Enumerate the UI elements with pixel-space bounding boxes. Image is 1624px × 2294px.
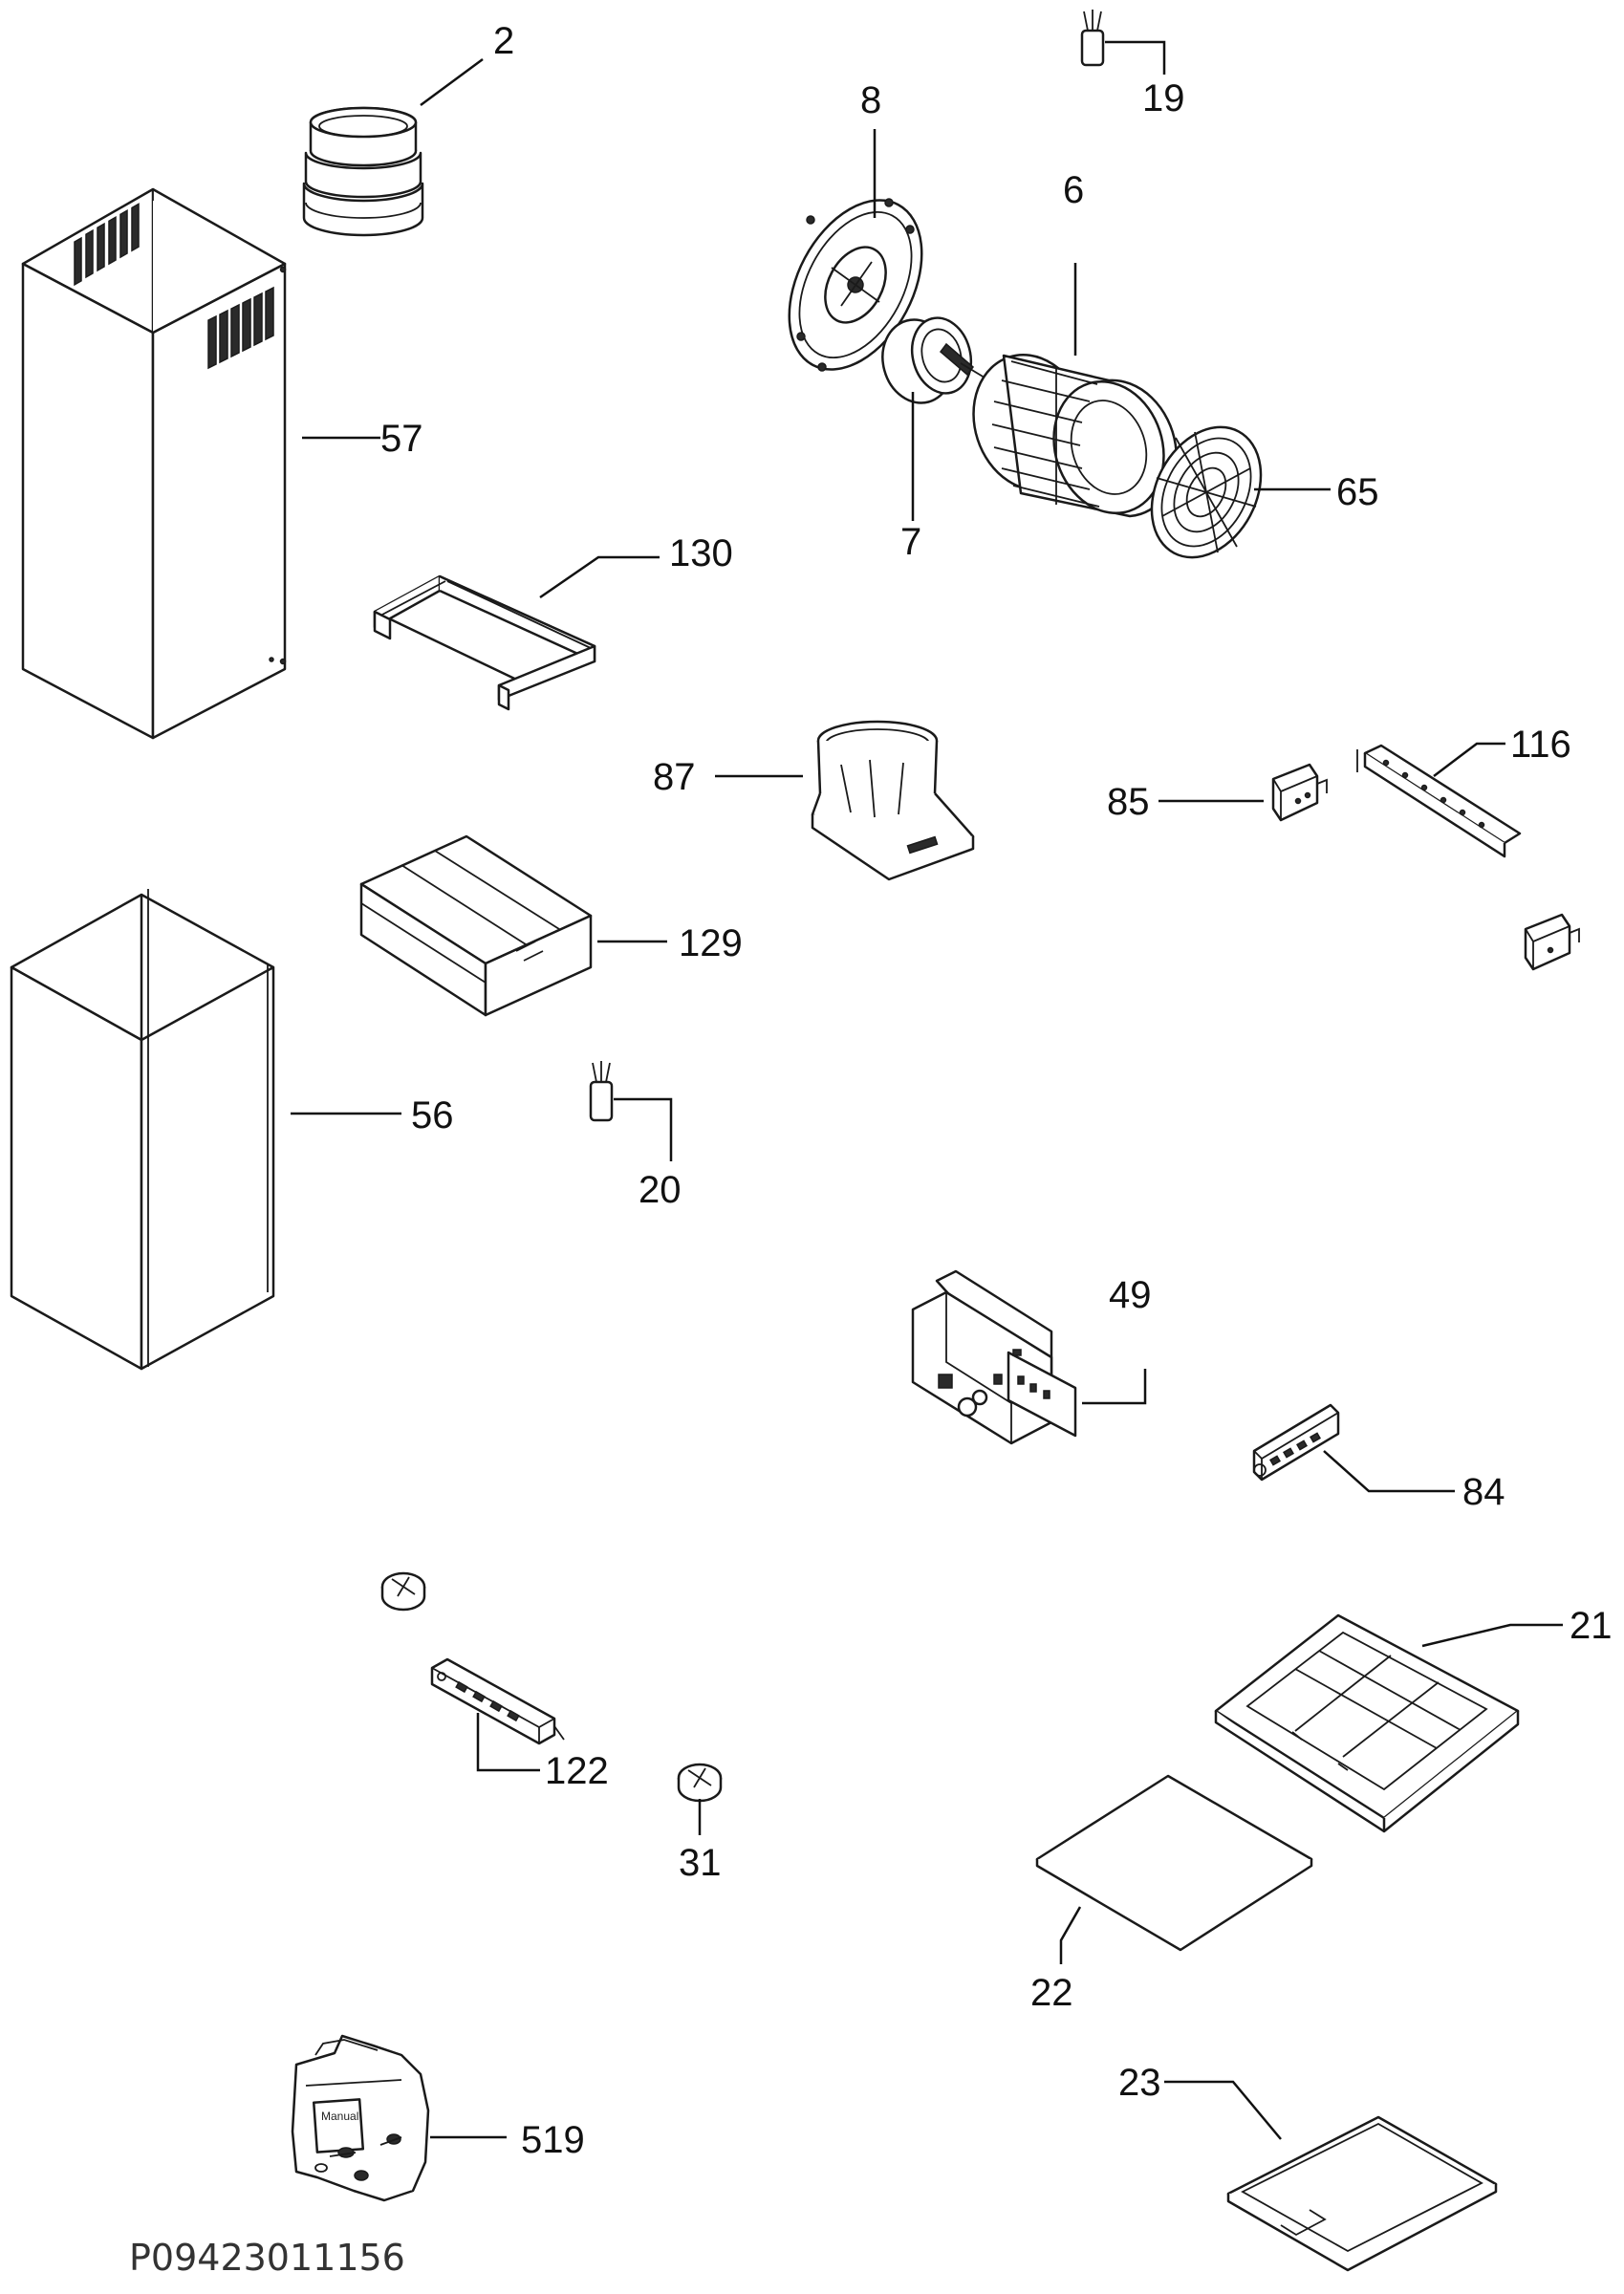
part-7-motor[interactable] [874,312,985,411]
label-6: 6 [1063,169,1084,211]
part-87-duct-connector[interactable] [811,720,975,881]
part-85-junction-box-2[interactable] [1524,913,1580,971]
label-122: 122 [545,1750,609,1792]
label-21: 21 [1570,1605,1613,1647]
part-20-capacitor[interactable] [589,1061,614,1122]
leader-23 [1164,2080,1282,2140]
label-22: 22 [1030,1972,1073,2014]
label-20: 20 [639,1169,682,1211]
part-122-control-panel[interactable] [430,1657,565,1745]
part-130-bracket-frame[interactable] [373,574,596,711]
label-31: 31 [679,1842,722,1884]
part-31-knob-2[interactable] [380,1571,426,1612]
leader-19 [1105,40,1166,75]
part-8-mounting-plate[interactable] [762,178,948,392]
part-49-control-pcb[interactable] [911,1269,1077,1445]
part-22-filter-mat[interactable] [1035,1774,1313,1952]
part-519-accessory-bag[interactable]: Manual [291,2034,430,2202]
leader-84 [1323,1450,1455,1493]
part-57-upper-chimney[interactable] [21,187,287,740]
leader-21 [1421,1623,1563,1648]
part-19-capacitor[interactable] [1080,10,1105,67]
manual-label: Manual [321,2110,358,2123]
impeller-blades [991,360,1100,508]
bag-screws [314,2133,402,2181]
grille-spokes [1156,431,1257,553]
label-130: 130 [669,532,733,574]
label-129: 129 [679,922,743,964]
label-49: 49 [1109,1274,1152,1316]
filter-grid [1294,1650,1462,1758]
leader-22 [1059,1906,1082,1964]
leader-2 [420,57,484,107]
label-57: 57 [380,418,423,460]
label-85: 85 [1107,781,1150,823]
vent-slots-right [207,286,274,370]
rail-holes [1382,759,1485,829]
label-84: 84 [1462,1471,1505,1513]
leader-130 [539,555,660,599]
label-8: 8 [860,79,881,121]
part-2-coupling-ring[interactable] [302,106,424,237]
label-56: 56 [411,1094,454,1136]
switch-buttons [1269,1432,1321,1466]
label-116: 116 [1510,724,1571,766]
leader-116 [1433,742,1505,777]
part-84-switch-module[interactable] [1252,1403,1340,1482]
label-23: 23 [1118,2062,1161,2104]
leader-49 [1082,1369,1147,1405]
vent-slots-left [74,203,140,287]
diagram-code: P09423011156 [129,2237,405,2279]
part-23-filter-cassette[interactable] [1226,2115,1498,2272]
part-56-lower-chimney[interactable] [10,889,275,1371]
pcb-components [993,1349,1050,1399]
label-7: 7 [900,521,921,563]
label-519: 519 [521,2119,585,2161]
part-85-junction-box[interactable] [1271,763,1328,822]
label-65: 65 [1336,471,1379,513]
panel-buttons [455,1680,520,1722]
part-6-impeller[interactable] [957,340,1180,528]
leader-20 [614,1097,673,1161]
label-87: 87 [653,756,696,798]
part-65-inlet-grille[interactable] [1130,408,1282,576]
label-19: 19 [1142,77,1185,119]
label-2: 2 [493,20,514,62]
leader-122 [476,1713,540,1772]
part-31-knob[interactable] [677,1763,723,1803]
part-129-bracket-box[interactable] [359,834,593,1017]
part-116-mounting-rail[interactable] [1356,744,1522,858]
part-21-filter-frame[interactable] [1214,1613,1520,1833]
